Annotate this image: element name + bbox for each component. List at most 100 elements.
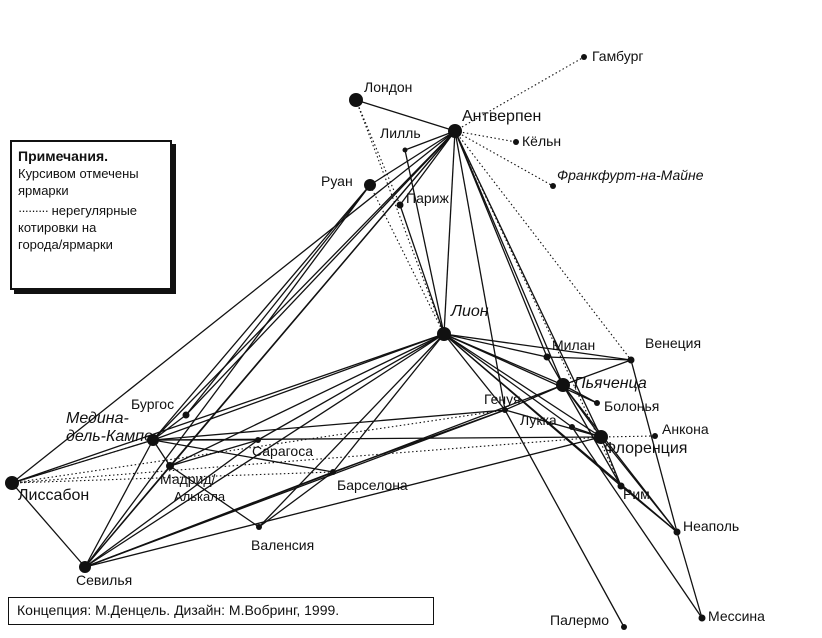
legend-italic-note-line1: Курсивом отмечены: [18, 166, 139, 181]
link-seville-lisbon: [11, 482, 86, 568]
city-dot-naples: [673, 528, 681, 536]
link-rouen-medina: [152, 184, 371, 441]
city-dot-venice: [627, 356, 635, 364]
link-lisbon-barcelona: [11, 471, 334, 484]
city-dot-milan: [543, 353, 551, 361]
link-antwerp-genoa: [454, 130, 506, 411]
link-lucca-messina: [571, 426, 703, 619]
link-barcelona-valencia: [258, 471, 334, 528]
city-label-milan: Милан: [552, 337, 596, 353]
link-antwerp-hamburg: [454, 56, 585, 132]
link-lyon-seville: [84, 333, 445, 568]
link-lyon-genoa: [443, 333, 506, 411]
link-lyon-venice: [443, 333, 632, 361]
link-antwerp-paris: [399, 130, 456, 206]
link-florence-genoa: [504, 409, 602, 438]
city-label-antwerp: Антверпен: [462, 108, 542, 125]
link-lisbon-medina: [11, 439, 154, 484]
city-label-seville: Севилья: [76, 572, 133, 588]
city-dot-barcelona: [330, 469, 336, 475]
city-label-lisbon: Лиссабон: [18, 487, 90, 504]
city-label-palermo: Палермо: [550, 612, 610, 628]
link-rome-naples: [620, 485, 678, 533]
legend-title: Примечания.: [18, 148, 109, 164]
link-lyon-milan: [443, 333, 548, 358]
link-lyon-naples: [443, 333, 678, 533]
link-antwerp-venice: [454, 130, 632, 361]
city-dot-medina: [147, 434, 159, 446]
city-label-ancona: Анкона: [662, 421, 709, 437]
city-dot-hamburg: [581, 54, 587, 60]
link-london-lyon: [355, 99, 445, 335]
link-genoa-palermo: [504, 409, 625, 628]
city-label-rome: Рим: [623, 486, 650, 502]
city-label-bologna: Болонья: [604, 398, 660, 414]
link-florence-lisbon: [11, 436, 602, 484]
city-label-hamburg: Гамбург: [592, 48, 644, 64]
link-genoa-medina: [152, 409, 506, 441]
city-dot-frankfurt: [550, 183, 556, 189]
city-label-frankfurt: Франкфурт-на-Майне: [557, 167, 704, 183]
city-dot-lisbon: [5, 476, 19, 490]
city-dot-ancona: [652, 433, 658, 439]
link-lyon-florence: [443, 333, 602, 438]
city-label-venice: Венеция: [645, 335, 702, 351]
city-dot-madrid: [166, 462, 174, 470]
city-label-lille: Лилль: [380, 125, 421, 141]
city-label-valencia: Валенсия: [251, 537, 315, 553]
legend-dotted-entry: ········· нерегулярные: [18, 202, 166, 219]
city-dot-rouen: [364, 179, 376, 191]
city-dot-lucca: [569, 424, 575, 430]
link-antwerp-lyon: [443, 130, 456, 335]
link-antwerp-lille: [404, 130, 456, 151]
legend-dotted-line2: котировки на: [18, 220, 97, 235]
city-label-naples: Неаполь: [683, 518, 740, 534]
link-lyon-valencia: [258, 333, 445, 528]
city-label-medina: Медина- дель-Кампо: [66, 410, 153, 445]
dotted-line-sample: ·········: [18, 203, 49, 218]
city-dot-florence: [594, 430, 608, 444]
city-label-alcala: Алькала: [174, 489, 226, 504]
link-antwerp-frankfurt: [454, 130, 554, 187]
link-lyon-barcelona: [332, 333, 445, 473]
city-label-barcelona: Барселона: [337, 477, 408, 493]
city-dot-london: [349, 93, 363, 107]
city-label-madrid: Мадрид/: [160, 471, 216, 487]
link-burgos-rouen: [185, 184, 371, 416]
city-dot-lyon: [437, 327, 451, 341]
link-medina-burgos: [152, 414, 187, 441]
city-label-rouen: Руан: [321, 173, 353, 189]
city-label-cologne: Кёльн: [522, 133, 562, 149]
link-medina-seville: [84, 439, 154, 568]
link-florence-naples: [600, 436, 678, 533]
link-antwerp-cologne: [454, 130, 517, 143]
city-dot-valencia: [256, 524, 262, 530]
link-seville-piacenza: [84, 384, 564, 568]
city-dot-messina: [698, 614, 706, 622]
link-florence-seville: [84, 436, 602, 568]
link-lyon-lucca: [443, 333, 573, 428]
link-lyon-lille: [404, 149, 445, 335]
city-dot-lille: [402, 147, 408, 153]
link-madrid-seville: [84, 465, 171, 568]
city-dot-paris: [396, 201, 404, 209]
link-antwerp-medina: [152, 130, 456, 441]
link-lyon-rouen: [369, 184, 445, 335]
link-lyon-medina: [152, 333, 445, 441]
link-medina-barcelona: [152, 439, 334, 473]
link-rouen-seville: [84, 184, 371, 568]
city-dot-burgos: [182, 411, 190, 419]
link-lyon-zaragoza: [257, 333, 445, 441]
link-london-paris: [355, 99, 401, 206]
city-dot-rome: [617, 482, 625, 490]
city-label-florence: Флоренция: [604, 440, 688, 457]
city-dot-piacenza: [556, 378, 570, 392]
link-lyon-lisbon: [11, 333, 445, 484]
city-label-burgos: Бургос: [131, 396, 175, 412]
link-florence-rome: [600, 436, 622, 487]
link-lisbon-genoa: [11, 409, 506, 484]
link-naples-messina: [676, 531, 703, 619]
link-seville-zaragoza: [84, 439, 259, 568]
city-label-piacenza: Пьяченца: [574, 375, 647, 392]
link-antwerp-madrid: [169, 130, 456, 467]
